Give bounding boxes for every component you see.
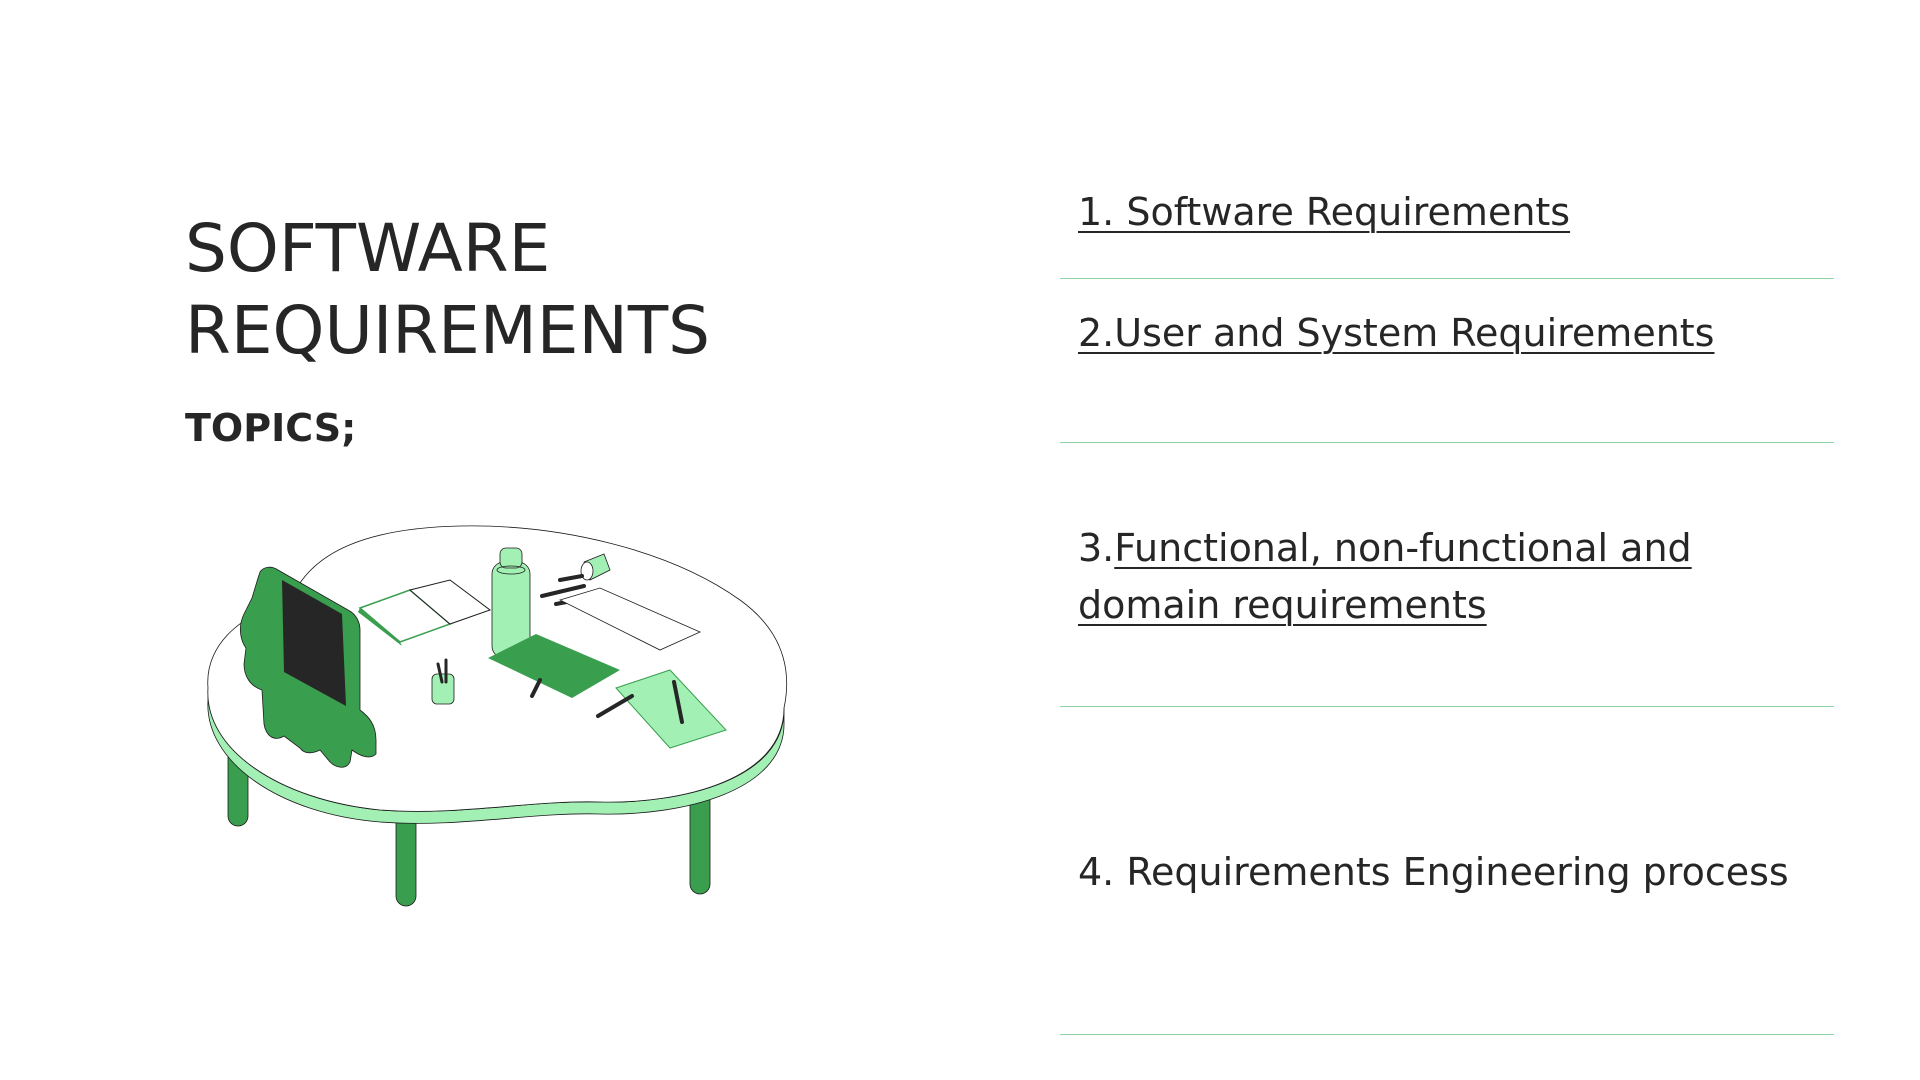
topic-link-user-system-requirements[interactable]: 2.User and System Requirements <box>1078 311 1715 355</box>
topic-text-requirements-engineering: 4. Requirements Engineering process <box>1078 850 1789 894</box>
topic-item-3[interactable]: 3.Functional, non-functional and domain … <box>1078 520 1818 634</box>
paper-sheet <box>558 587 701 651</box>
pen-holder-icon <box>431 658 455 705</box>
monitor-icon <box>240 566 377 768</box>
desk-illustration <box>207 525 788 907</box>
slide-title: SOFTWARE REQUIREMENTS <box>185 208 885 372</box>
cup-icon <box>580 553 611 581</box>
notebook-icon <box>358 579 492 646</box>
topics-list: 1. Software Requirements 2.User and Syst… <box>1060 0 1840 1080</box>
water-bottle-icon <box>491 547 531 659</box>
slide-title-line-1: SOFTWARE <box>185 210 551 287</box>
topic-divider <box>1060 1034 1834 1035</box>
topic-link-software-requirements[interactable]: 1. Software Requirements <box>1078 190 1571 234</box>
topic-number-3: 3. <box>1078 526 1115 570</box>
slide-title-line-2: REQUIREMENTS <box>185 292 711 369</box>
topic-link-domain-requirements[interactable]: domain requirements <box>1078 583 1487 627</box>
topic-link-functional-requirements[interactable]: Functional, non-functional and <box>1114 526 1692 570</box>
topic-divider <box>1060 706 1834 707</box>
topic-item-4: 4. Requirements Engineering process <box>1078 844 1818 901</box>
topic-divider <box>1060 442 1834 443</box>
topic-item-1[interactable]: 1. Software Requirements <box>1078 184 1818 241</box>
topic-item-2[interactable]: 2.User and System Requirements <box>1078 305 1818 362</box>
green-paper-sheet <box>615 669 727 749</box>
topic-divider <box>1060 278 1834 279</box>
topics-heading: TOPICS; <box>185 406 357 450</box>
desk-mat <box>488 634 620 698</box>
